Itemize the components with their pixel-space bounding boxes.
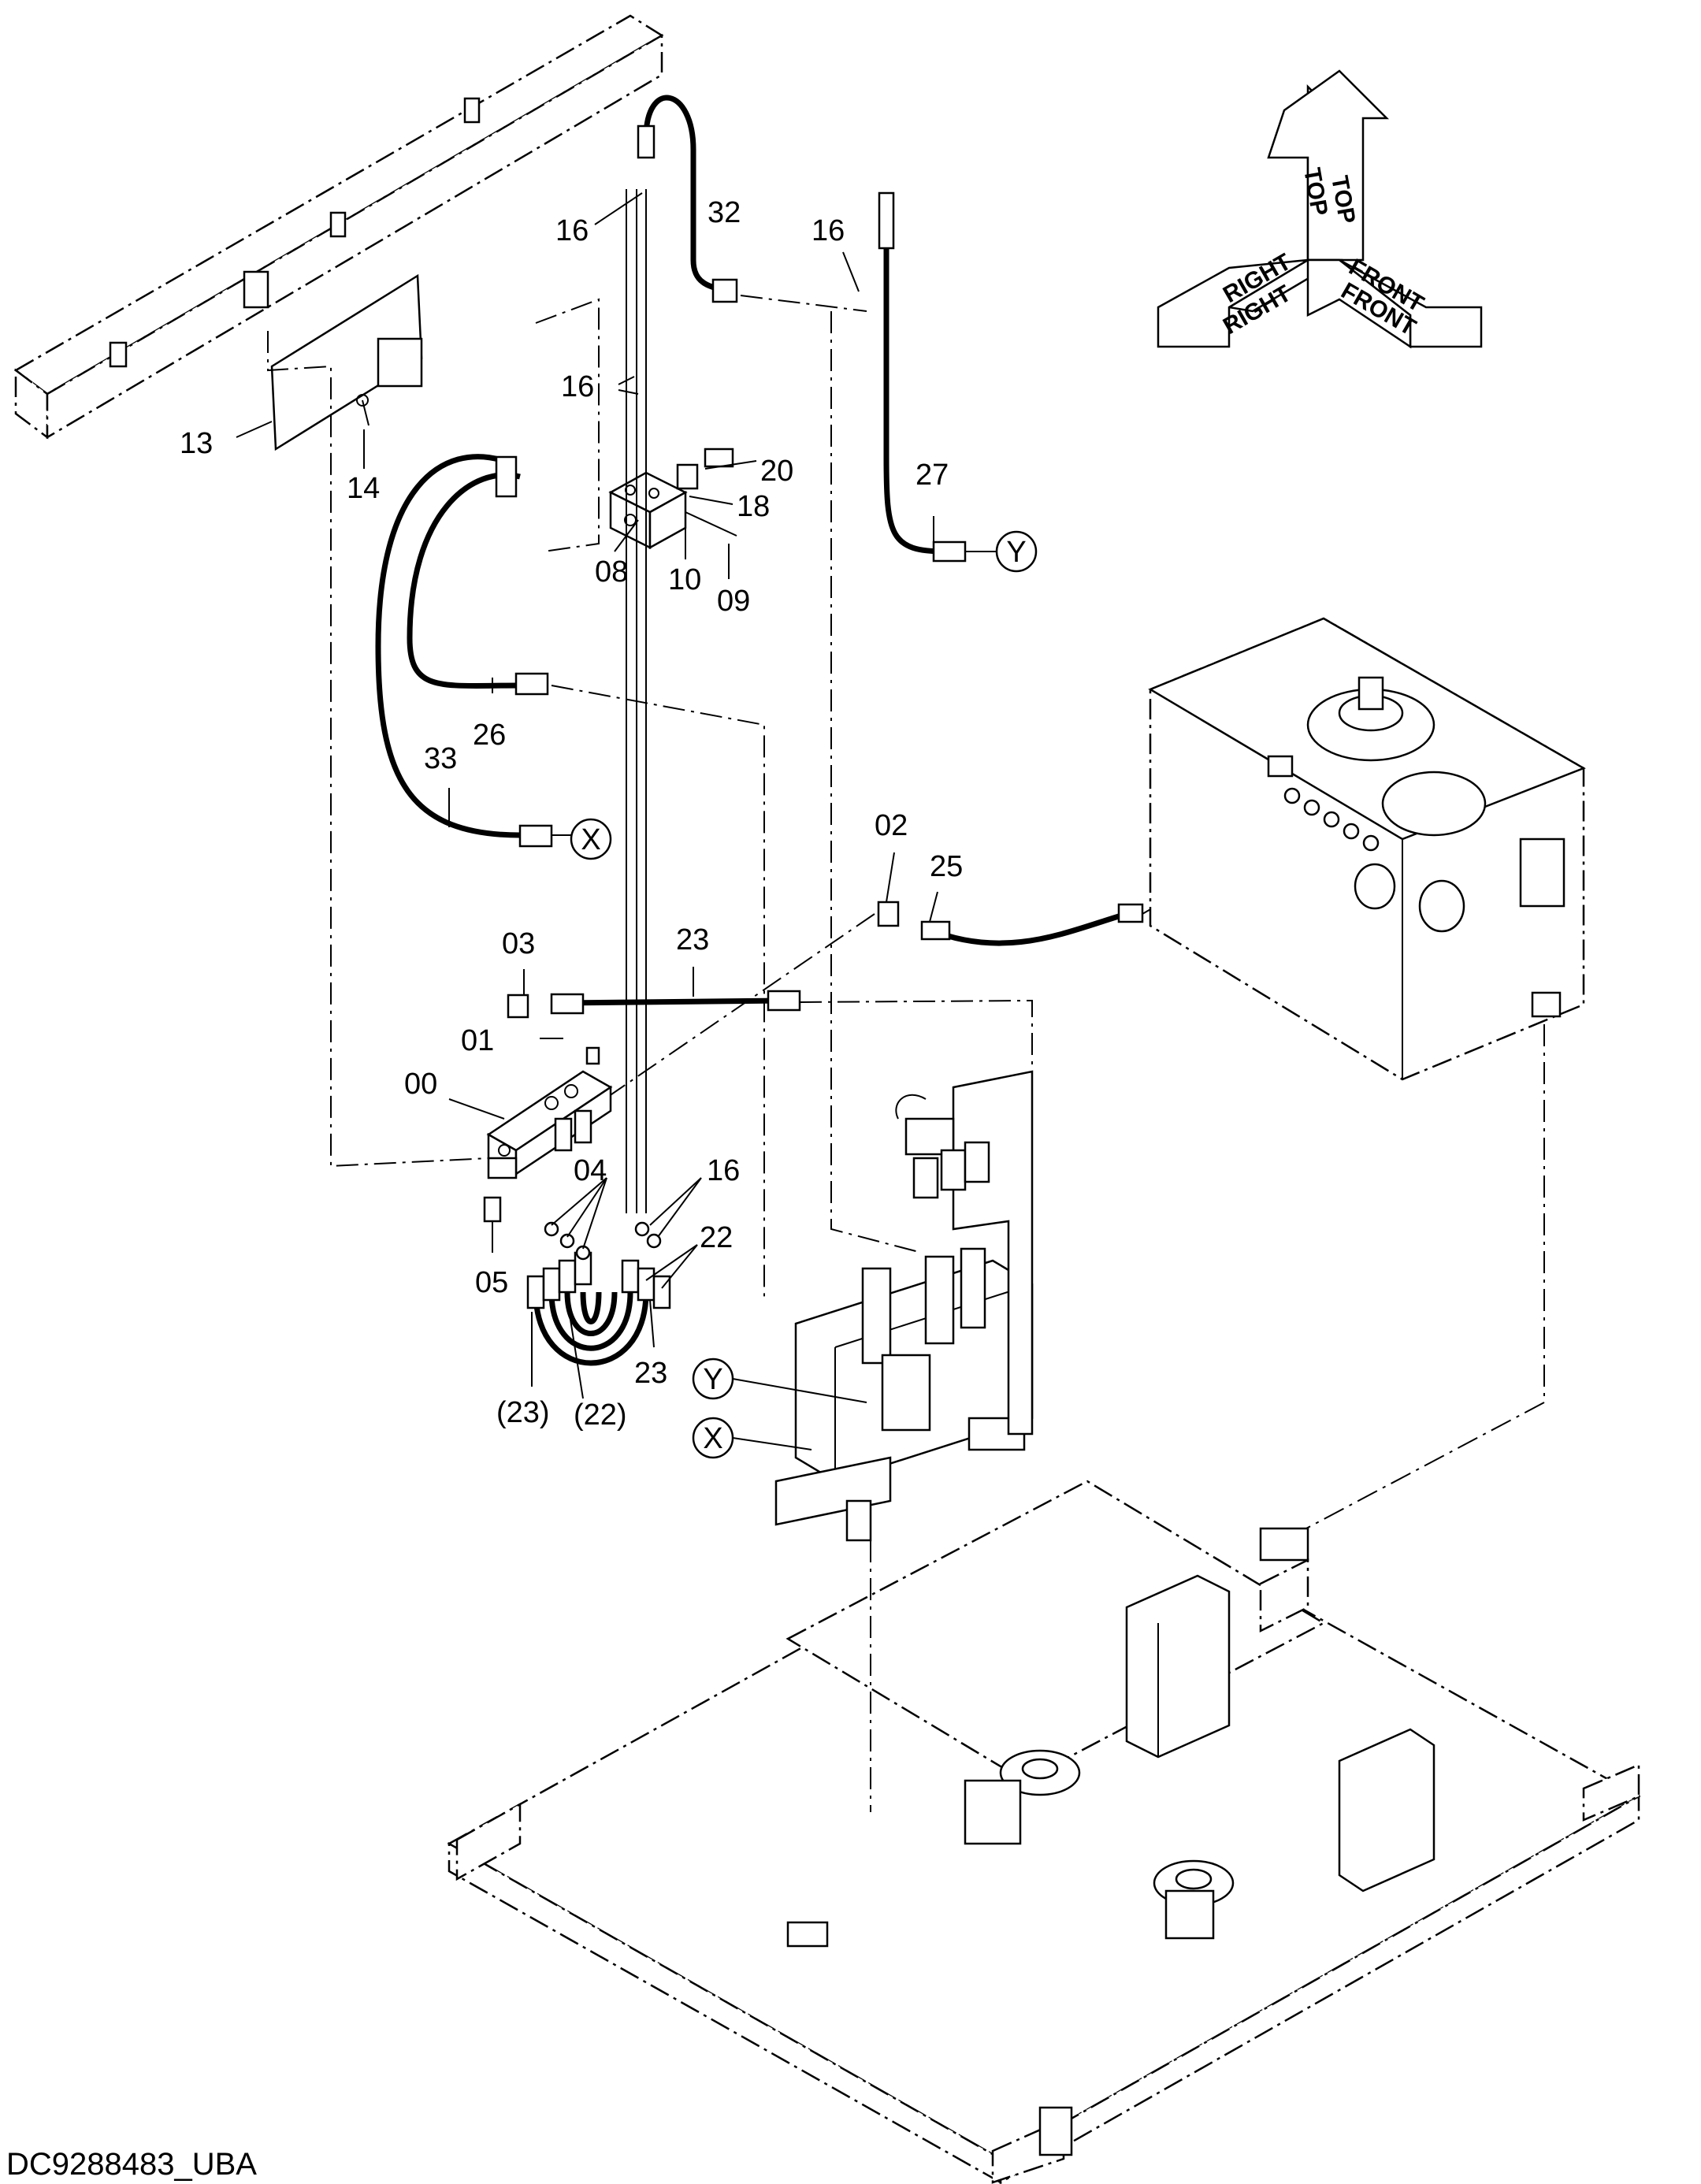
part-label-16: 16 [812, 214, 845, 247]
part-label-02: 02 [875, 809, 908, 842]
dashed-leads [598, 913, 1033, 1104]
part-label-22: 22 [700, 1221, 733, 1254]
part-label-32: 32 [708, 196, 741, 229]
upper-left-frame-rail [13, 14, 664, 440]
hydraulic-tank [1148, 617, 1586, 1545]
part-label-05: 05 [475, 1266, 508, 1299]
connection-marker-y-top: Y [965, 530, 1038, 573]
hose-bundle-22-23 [526, 1221, 671, 1366]
part-label-23-ref: (23) [496, 1396, 550, 1429]
control-valve-assembly [774, 1247, 1034, 1542]
marker-y-label-2: Y [703, 1363, 722, 1396]
part-label-16: 16 [707, 1154, 740, 1187]
part-label-26: 26 [473, 719, 506, 752]
direction-indicator: TOP TOP RIGHT RIGHT FRONT FRONT [1157, 69, 1483, 349]
part-label-23: 23 [634, 1357, 667, 1390]
part-label-13: 13 [180, 427, 213, 460]
part-label-01: 01 [461, 1024, 494, 1057]
part-label-04: 04 [574, 1154, 607, 1187]
mounting-plate-13 [270, 273, 423, 451]
part-label-14: 14 [347, 472, 380, 505]
tank-ports [1283, 787, 1380, 852]
part-label-22-ref: (22) [574, 1398, 627, 1432]
hose-25 [877, 826, 1293, 946]
document-id: DC9288483_UBA [6, 2147, 257, 2182]
part-label-16: 16 [561, 370, 594, 403]
leader-lines [236, 192, 938, 1399]
part-label-23: 23 [676, 923, 709, 956]
part-number-labels: 16 32 16 16 13 14 20 18 08 10 09 27 26 3… [180, 196, 963, 1432]
part-label-25: 25 [930, 850, 963, 883]
marker-y-label: Y [1006, 536, 1026, 569]
part-label-16: 16 [555, 214, 589, 247]
part-label-09: 09 [717, 585, 750, 618]
part-label-18: 18 [737, 490, 770, 523]
vertical-pipe-lines [267, 189, 923, 1254]
part-label-00: 00 [404, 1068, 437, 1101]
upper-frame-structure [447, 1480, 1641, 2184]
valve-block-00 [483, 1046, 613, 1223]
hoses-26-33 [375, 454, 765, 1300]
marker-x-label: X [581, 823, 600, 856]
part-label-03: 03 [502, 927, 535, 960]
solenoid-bracket [895, 1070, 1034, 1436]
junction-block-08 [608, 448, 737, 550]
hose-27 [878, 191, 967, 563]
part-label-33: 33 [424, 742, 457, 775]
part-label-20: 20 [760, 455, 793, 488]
connection-marker-x-top: X [552, 818, 612, 860]
connection-marker-x-bottom: X [692, 1417, 812, 1459]
connection-marker-y-bottom: Y [692, 1358, 867, 1403]
marker-x-label-2: X [703, 1422, 722, 1455]
hose-32 [637, 95, 867, 312]
part-label-10: 10 [668, 563, 701, 596]
part-label-27: 27 [915, 459, 949, 492]
part-label-08: 08 [595, 555, 628, 589]
